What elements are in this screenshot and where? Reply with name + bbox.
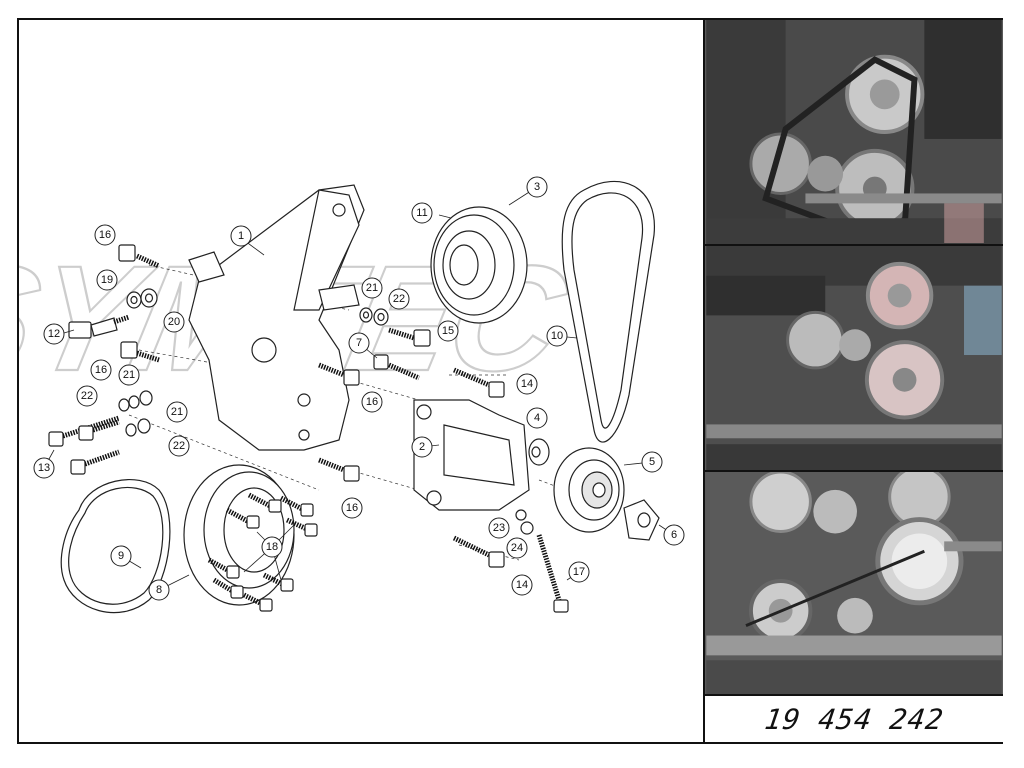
callout-22-top: 22 (388, 288, 410, 310)
callout-16-top: 16 (94, 224, 116, 246)
callout-21-left: 21 (118, 364, 140, 386)
svg-text:19: 19 (101, 274, 113, 286)
callout-16-left: 16 (90, 359, 112, 381)
callout-22-left: 22 (76, 385, 98, 407)
washers (118, 288, 534, 535)
part-bracket-lower (413, 399, 530, 511)
svg-text:14: 14 (516, 579, 528, 591)
svg-text:22: 22 (81, 390, 93, 402)
callout-11: 11 (411, 202, 433, 224)
callout-19: 19 (96, 269, 118, 291)
photo-engine-installed-top (705, 20, 1003, 246)
callout-21-lower: 21 (166, 401, 188, 423)
svg-text:22: 22 (173, 440, 185, 452)
callout-12: 12 (43, 323, 65, 345)
callouts: 1 2 3 4 5 6 7 8 9 10 11 12 13 14 14 15 1… (33, 176, 685, 601)
svg-text:16: 16 (95, 364, 107, 376)
callout-14-upper: 14 (516, 373, 538, 395)
svg-text:13: 13 (38, 462, 50, 474)
exploded-parts-diagram: SYMTEC (19, 20, 703, 742)
part-number: 19 454 242 (762, 702, 946, 736)
part-hub-flange (183, 464, 295, 606)
svg-text:6: 6 (671, 529, 677, 541)
photo-engine-installed-bottom (705, 472, 1003, 696)
callout-2: 2 (411, 436, 433, 458)
callout-13: 13 (33, 457, 55, 479)
part-drive-belt (561, 180, 655, 443)
callout-16-center: 16 (361, 391, 383, 413)
callout-8: 8 (148, 579, 170, 601)
svg-text:18: 18 (266, 541, 278, 553)
callout-15: 15 (437, 320, 459, 342)
svg-text:17: 17 (573, 566, 585, 578)
svg-text:3: 3 (534, 181, 540, 193)
callout-1: 1 (230, 225, 252, 247)
callout-17: 17 (568, 561, 590, 583)
callout-5: 5 (641, 451, 663, 473)
svg-text:22: 22 (393, 293, 405, 305)
part-bracket-main (188, 184, 365, 451)
svg-text:9: 9 (118, 550, 124, 562)
callout-23: 23 (488, 517, 510, 539)
svg-text:2: 2 (419, 441, 425, 453)
callout-3: 3 (526, 176, 548, 198)
svg-text:23: 23 (493, 522, 505, 534)
svg-text:21: 21 (123, 369, 135, 381)
callout-9: 9 (110, 545, 132, 567)
svg-text:16: 16 (99, 229, 111, 241)
callout-4: 4 (526, 407, 548, 429)
callout-16-lower: 16 (341, 497, 363, 519)
part-nut-cap (623, 499, 660, 541)
photo-engine-installed-middle (705, 246, 1003, 472)
callout-18: 18 (261, 536, 283, 558)
callout-24: 24 (506, 537, 528, 559)
svg-text:21: 21 (366, 282, 378, 294)
svg-text:21: 21 (171, 406, 183, 418)
callout-21-top: 21 (361, 277, 383, 299)
callout-6: 6 (663, 524, 685, 546)
svg-text:12: 12 (48, 328, 60, 340)
svg-text:7: 7 (356, 337, 362, 349)
part-number-box: 19 454 242 (705, 696, 1003, 742)
svg-text:24: 24 (511, 542, 523, 554)
callout-14-lower: 14 (511, 574, 533, 596)
svg-text:15: 15 (442, 325, 454, 337)
callout-7: 7 (348, 332, 370, 354)
svg-text:10: 10 (551, 330, 563, 342)
part-idler-pulley (553, 447, 625, 533)
svg-text:16: 16 (366, 396, 378, 408)
bolts (48, 214, 569, 613)
part-spacer (528, 438, 550, 466)
part-pulley-grooved (430, 206, 528, 324)
frame-divider (703, 18, 705, 744)
svg-text:5: 5 (649, 456, 655, 468)
svg-text:14: 14 (521, 378, 533, 390)
part-gasket (60, 479, 171, 614)
callout-22-lower: 22 (168, 435, 190, 457)
svg-text:11: 11 (416, 207, 427, 219)
svg-text:20: 20 (168, 316, 180, 328)
svg-text:4: 4 (534, 412, 540, 424)
svg-text:1: 1 (238, 230, 244, 242)
svg-text:16: 16 (346, 502, 358, 514)
callout-10: 10 (546, 325, 568, 347)
callout-20: 20 (163, 311, 185, 333)
svg-text:8: 8 (156, 584, 162, 596)
